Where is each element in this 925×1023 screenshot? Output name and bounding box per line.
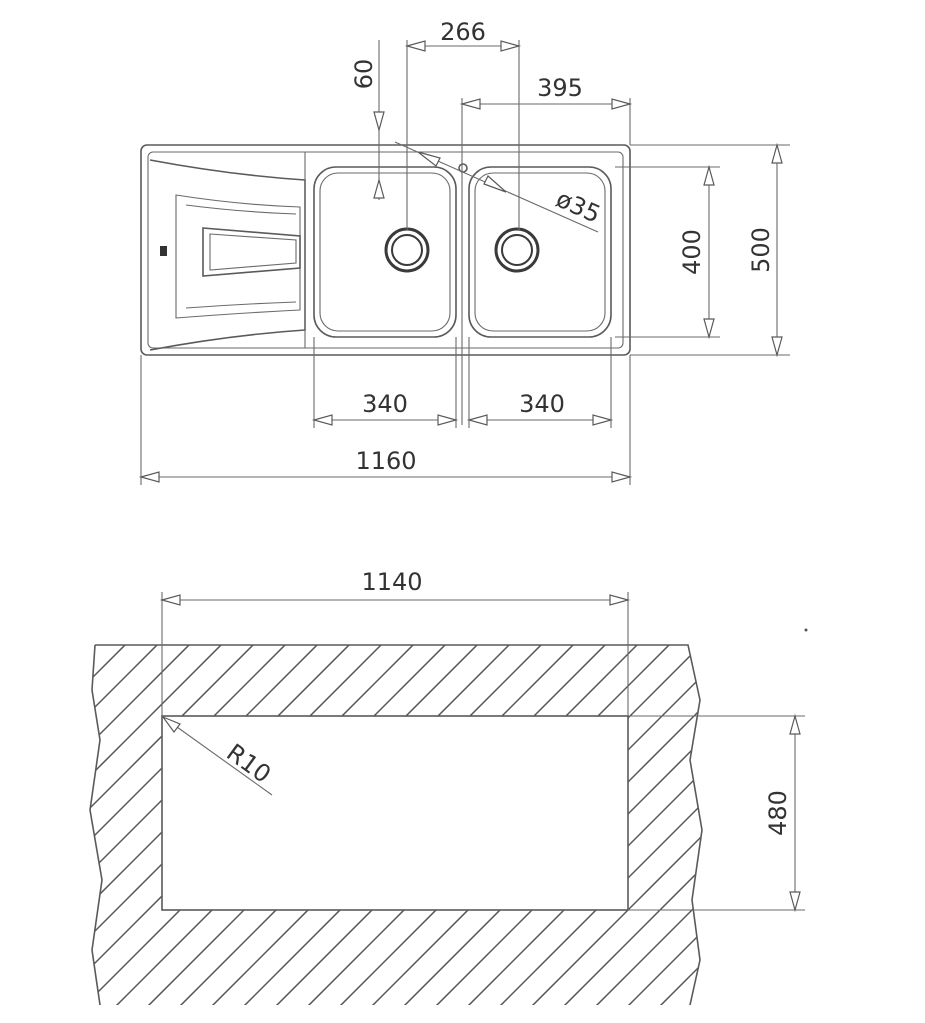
label-60: 60 xyxy=(350,59,378,90)
hatch-line xyxy=(0,640,66,1010)
label-500: 500 xyxy=(747,227,775,273)
hatch-line xyxy=(90,645,291,1005)
label-266: 266 xyxy=(440,18,486,46)
hatch-line xyxy=(495,645,702,1005)
hatch-line xyxy=(816,640,925,1010)
right-drain xyxy=(494,227,540,273)
hatch-line xyxy=(399,645,702,1005)
label-480: 480 xyxy=(764,790,792,836)
dim-left-bowl-width: 340 xyxy=(311,337,459,428)
hatch-line xyxy=(90,645,451,1005)
top-view: 60 ø35 266 395 xyxy=(138,18,790,485)
label-diameter: ø35 xyxy=(552,185,605,229)
hatch-line xyxy=(559,645,702,1005)
hatch-line xyxy=(463,645,702,1005)
hatch-line xyxy=(90,645,323,1005)
hatch-line xyxy=(591,645,702,1005)
hatch-line xyxy=(90,645,131,1005)
right-bowl xyxy=(468,166,612,338)
hatch-line xyxy=(271,645,643,1005)
hatch-line xyxy=(90,645,387,1005)
hatch-line xyxy=(335,645,702,1005)
worktop-outline xyxy=(95,644,703,1006)
dim-bowl-depth: 400 xyxy=(615,164,720,340)
hatch-line xyxy=(912,640,925,1010)
dim-cutout-width: 1140 xyxy=(159,568,631,716)
hatch-line xyxy=(880,640,925,1010)
label-400: 400 xyxy=(678,229,706,275)
hatch-line xyxy=(111,645,483,1005)
hatch-line xyxy=(207,645,579,1005)
hatch-line xyxy=(527,645,702,1005)
dim-cutout-depth: 480 xyxy=(628,713,805,913)
dim-right-bowl-width: 340 xyxy=(466,337,614,428)
hatch-line xyxy=(0,640,2,1010)
hatch-line xyxy=(90,645,195,1005)
hatch-line xyxy=(143,645,515,1005)
hatch-line xyxy=(848,640,925,1010)
overflow-mark xyxy=(160,246,167,256)
cutout-view: 1140 R10 480 xyxy=(0,568,925,1010)
dim-drain-spacing: 266 xyxy=(404,18,522,230)
left-drain xyxy=(384,227,430,273)
hatch-line xyxy=(175,645,547,1005)
cutout-opening xyxy=(161,715,629,911)
hatch-line xyxy=(784,640,925,1010)
drainboard xyxy=(149,159,306,351)
dim-overall-depth: 500 xyxy=(630,142,790,358)
label-r10: R10 xyxy=(221,738,276,788)
label-340-left: 340 xyxy=(362,390,408,418)
hatch-line xyxy=(431,645,702,1005)
hatch-line xyxy=(90,645,355,1005)
hatch-line xyxy=(687,645,702,1005)
hatch-line xyxy=(367,645,702,1005)
hatch-line xyxy=(90,645,259,1005)
hatch-line xyxy=(623,645,702,1005)
hatch-line xyxy=(90,645,419,1005)
dim-corner-radius: R10 xyxy=(161,715,276,796)
hatch-line xyxy=(0,640,34,1010)
hatch-line xyxy=(90,645,163,1005)
left-bowl xyxy=(313,166,457,338)
label-1140: 1140 xyxy=(361,568,422,596)
hatch-line xyxy=(303,645,675,1005)
hatch-line xyxy=(90,645,99,1005)
dim-drain-offset: 60 xyxy=(350,40,385,200)
sink-outline xyxy=(140,144,631,356)
dim-tap-offset: 395 xyxy=(459,74,633,425)
hatch-line xyxy=(239,645,611,1005)
hatch-line xyxy=(90,645,227,1005)
sink-inner-outline xyxy=(147,151,624,349)
hatch-line xyxy=(720,640,925,1010)
label-1160: 1160 xyxy=(355,447,416,475)
dim-overall-width: 1160 xyxy=(138,355,633,485)
label-395: 395 xyxy=(537,74,583,102)
label-340-right: 340 xyxy=(519,390,565,418)
